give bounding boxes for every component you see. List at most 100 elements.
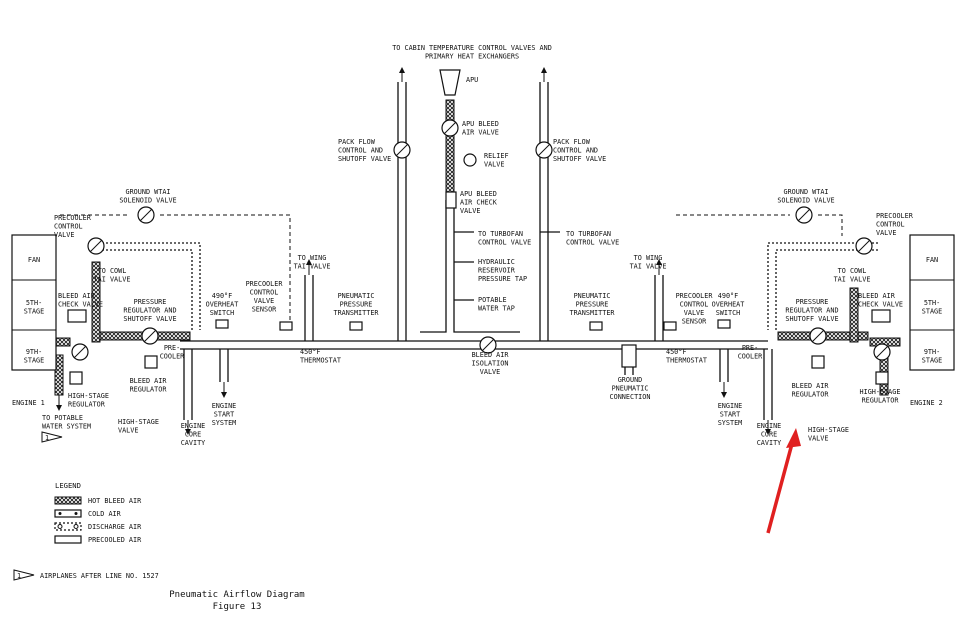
label-fan: FAN <box>28 256 40 264</box>
footnote: 1 AIRPLANES AFTER LINE NO. 1527 <box>13 569 159 581</box>
legend-item-hot: HOT BLEED AIR <box>88 497 142 505</box>
footnote-flag: 1 <box>17 572 21 580</box>
caption-figure: Figure 13 <box>213 602 262 612</box>
pack-valve-left <box>393 141 411 159</box>
transmitter-right <box>589 321 603 331</box>
hs-valve-right <box>873 343 891 361</box>
wtai-valve-right <box>795 206 813 224</box>
label-engine1: ENGINE 1 <box>12 399 45 407</box>
overheat-switch-left <box>215 319 229 329</box>
bleed-regulator-right <box>811 355 825 369</box>
label-ninth-stage-right: 9TH-STAGE <box>922 348 942 365</box>
flow-arrows <box>56 67 771 435</box>
relief-valve-symbol <box>463 153 477 167</box>
precooler-valve-left <box>87 237 105 255</box>
legend-item-discharge: DISCHARGE AIR <box>88 523 142 531</box>
legend-item-precooled: PRECOOLED AIR <box>88 536 142 544</box>
label-fan-r: FAN <box>926 256 938 264</box>
engine-2-outline <box>909 234 955 371</box>
wtai-valve-left <box>137 206 155 224</box>
svg-text:1: 1 <box>45 434 49 442</box>
label-precooler-right: PRE-COOLER <box>738 344 763 361</box>
legend-swatch-cold <box>54 509 82 518</box>
legend-title: LEGEND <box>55 481 81 490</box>
legend-item-cold: COLD AIR <box>88 510 122 518</box>
legend-swatch-precooled <box>54 535 82 544</box>
sensor-left <box>279 321 293 331</box>
prsov-right <box>809 327 827 345</box>
legend-swatch-hot <box>54 496 82 505</box>
label-engine2: ENGINE 2 <box>910 399 943 407</box>
isolation-valve <box>479 336 497 354</box>
legend-swatch-discharge <box>54 522 82 531</box>
valves <box>67 69 891 385</box>
ground-connection-box <box>621 344 637 368</box>
label-apu: APU <box>466 76 478 84</box>
caption-title: Pneumatic Airflow Diagram <box>169 590 304 600</box>
red-indicator-arrow <box>766 428 801 534</box>
hs-regulator-left <box>69 371 83 385</box>
hs-regulator-right <box>875 371 889 385</box>
pack-valve-right <box>535 141 553 159</box>
sensor-right <box>663 321 677 331</box>
bleed-regulator-left <box>144 355 158 369</box>
bleed-check-right <box>871 309 891 323</box>
figure-caption: Pneumatic Airflow Diagram Figure 13 <box>169 590 304 612</box>
engine-1-outline <box>11 234 57 371</box>
apu-check-valve <box>445 191 457 209</box>
hs-valve-left <box>71 343 89 361</box>
legend: LEGEND HOT BLEED AIR COLD AIR DISCHARGE … <box>54 481 142 544</box>
footnote-text: AIRPLANES AFTER LINE NO. 1527 <box>40 572 159 580</box>
label-precooler-left: PRE-COOLER <box>160 344 185 361</box>
label-fifth-stage-right: 5TH-STAGE <box>922 299 942 316</box>
note-flag-left: 1 <box>41 431 63 443</box>
overheat-switch-right <box>717 319 731 329</box>
label-ninth-stage: 9TH-STAGE <box>24 348 44 365</box>
precooler-valve-right <box>855 237 873 255</box>
transmitter-left <box>349 321 363 331</box>
